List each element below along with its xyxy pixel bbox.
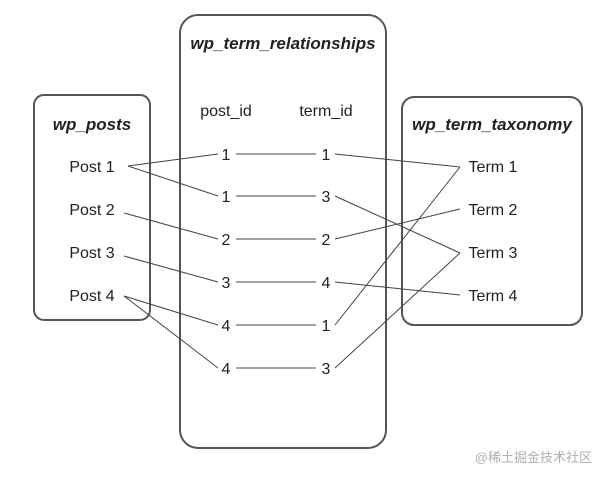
post-row: Post 1 [69, 159, 114, 176]
link-post-2-rel-3 [123, 212, 219, 240]
term-row: Term 2 [469, 202, 518, 219]
link-rel-1-term-1 [334, 153, 461, 168]
column-header-term-id: term_id [299, 103, 352, 120]
taxonomy-table-box [401, 96, 583, 326]
posts-table-title: wp_posts [53, 115, 131, 134]
link-post-4-rel-6 [123, 295, 219, 369]
relationships-table-title: wp_term_relationships [190, 34, 375, 53]
link-rel-3-term-2 [334, 208, 461, 240]
link-rel-5-term-1 [334, 166, 461, 326]
link-post-1-rel-2 [127, 165, 219, 197]
rel-post-id: 4 [222, 361, 231, 378]
rel-post-id: 3 [222, 275, 231, 292]
link-post-4-rel-5 [123, 295, 219, 326]
rel-term-id: 4 [322, 275, 331, 292]
post-row: Post 2 [69, 202, 114, 219]
relationships-table-box [179, 14, 387, 449]
rel-post-id: 4 [222, 318, 231, 335]
posts-table-box [33, 94, 151, 321]
term-row: Term 1 [469, 159, 518, 176]
post-row: Post 3 [69, 245, 114, 262]
watermark-text: @稀土掘金技术社区 [475, 450, 592, 465]
rel-term-id: 1 [322, 318, 331, 335]
rel-term-id: 3 [322, 189, 331, 206]
term-row: Term 3 [469, 245, 518, 262]
rel-term-id: 3 [322, 361, 331, 378]
link-rel-6-term-3 [334, 252, 461, 369]
rel-term-id: 2 [322, 232, 331, 249]
column-header-post-id: post_id [200, 103, 252, 120]
link-rel-4-term-4 [334, 281, 461, 296]
taxonomy-table-title: wp_term_taxonomy [412, 115, 573, 134]
rel-post-id: 1 [222, 189, 231, 206]
term-row: Term 4 [469, 288, 518, 305]
rel-post-id: 2 [222, 232, 231, 249]
post-row: Post 4 [69, 288, 114, 305]
rel-post-id: 1 [222, 147, 231, 164]
link-post-3-rel-4 [123, 255, 219, 283]
link-post-1-rel-1 [127, 153, 219, 167]
rel-term-id: 1 [322, 147, 331, 164]
